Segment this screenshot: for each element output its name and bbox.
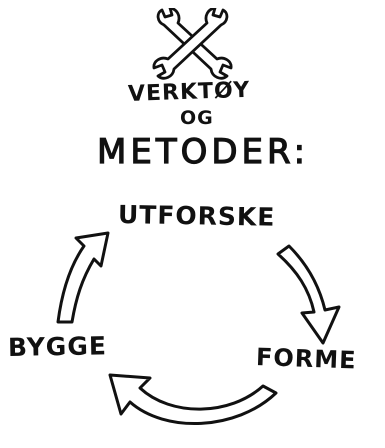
- arrow-shape-to-build-icon: [108, 373, 278, 425]
- cycle-step-forme: FORME: [255, 343, 357, 375]
- arrow-build-to-explore-icon: [56, 231, 110, 324]
- cycle-step-utforske: UTFORSKE: [117, 200, 276, 232]
- title-line-verktoy: VERKTØY: [127, 77, 251, 107]
- arrow-explore-to-shape-icon: [276, 244, 341, 345]
- title-line-metoder: METODER:: [96, 131, 310, 172]
- title-line-og: OG: [180, 107, 214, 129]
- wrench-right-icon: [152, 8, 229, 80]
- crossed-wrench-icon: [152, 8, 233, 80]
- cycle-step-bygge: BYGGE: [7, 331, 108, 362]
